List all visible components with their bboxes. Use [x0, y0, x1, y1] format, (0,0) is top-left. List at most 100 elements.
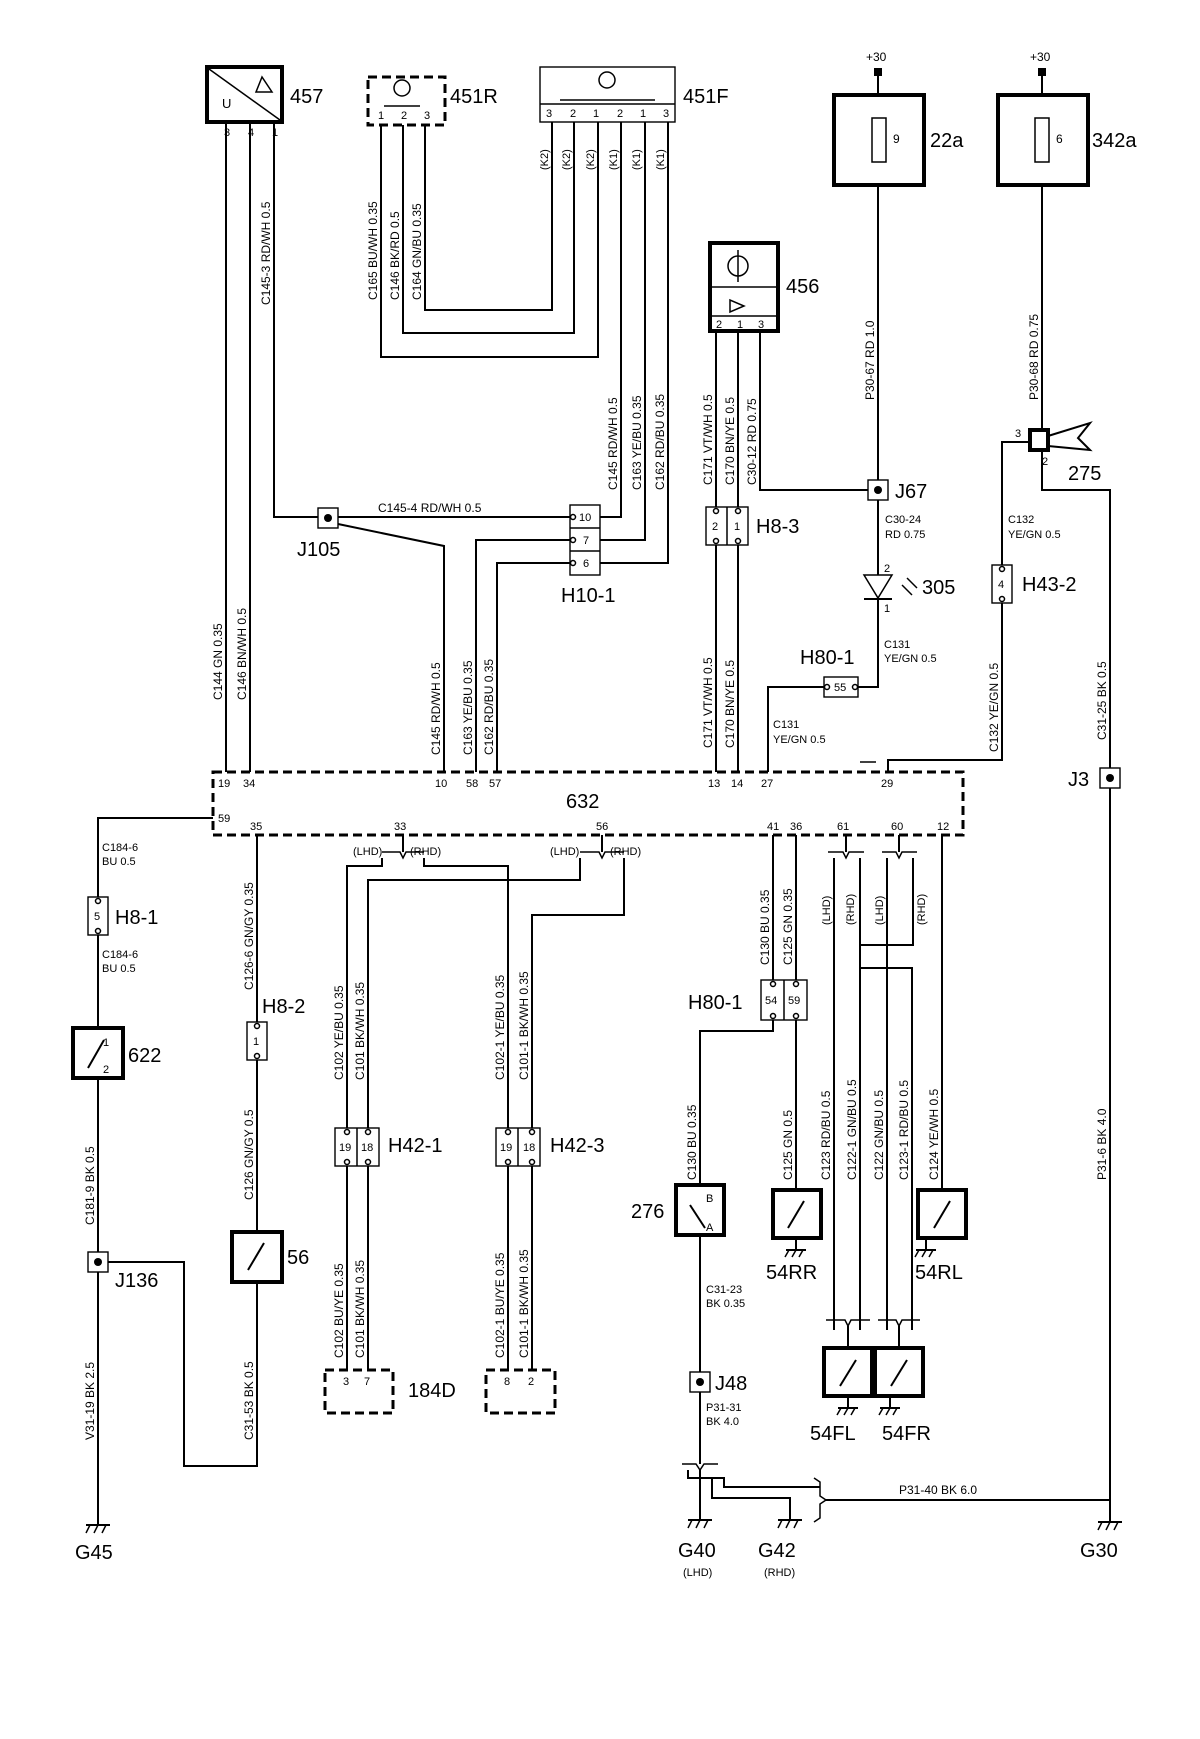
- wire-k1a: (K1): [608, 149, 620, 170]
- junction-j67-label: J67: [895, 481, 927, 503]
- option-rhd: (RHD): [916, 894, 928, 925]
- pin-label: 57: [489, 778, 501, 790]
- component-451r-label: 451R: [450, 86, 498, 108]
- pin-label: 2: [1042, 456, 1048, 468]
- wire-c1846b: BU 0.5: [102, 856, 136, 868]
- wire-c163b: C163 YE/BU 0.35: [461, 660, 475, 755]
- pin-label: 1: [378, 110, 384, 122]
- wire-c162t: C162 RD/BU 0.35: [653, 394, 667, 490]
- connector-h43-2-label: H43-2: [1022, 574, 1076, 596]
- pin-label: 2: [716, 319, 722, 331]
- connector-h8-1-label: H8-1: [115, 907, 158, 929]
- pin-label: 29: [881, 778, 893, 790]
- wire-c124: C124 YE/WH 0.5: [927, 1089, 941, 1180]
- pin-label: 8: [504, 1376, 510, 1388]
- wire-c144: C144 GN 0.35: [211, 623, 225, 700]
- pin-label: 3: [424, 110, 430, 122]
- wire-c131a: C131: [884, 639, 910, 651]
- connector-h8-1: 5 H8-1: [87, 896, 158, 936]
- pin-label: 4: [998, 579, 1004, 591]
- connector-h42-3-label: H42-3: [550, 1135, 604, 1157]
- component-457-label: 457: [290, 86, 323, 108]
- wire-c171t: C171 VT/WH 0.5: [701, 394, 715, 485]
- pin-label: 59: [218, 813, 230, 825]
- pin-label: 35: [250, 821, 262, 833]
- component-451f: 3 2 1 2 1 3 451F: [539, 66, 729, 123]
- option-rhd: (RHD): [410, 846, 441, 858]
- component-451r: 1 2 3 451R: [366, 75, 498, 127]
- fuse-number: 9: [893, 132, 900, 146]
- wire-c1021: C102-1 YE/BU 0.35: [493, 974, 507, 1080]
- component-456-label: 456: [786, 276, 819, 298]
- pin-label: 18: [523, 1142, 535, 1154]
- wire-c1221: C122-1 GN/BU 0.5: [845, 1079, 859, 1180]
- pin-label: 2: [103, 1064, 109, 1076]
- wire-c170t: C170 BN/YE 0.5: [723, 397, 737, 485]
- component-451f-label: 451F: [683, 86, 729, 108]
- module-632: 632 19 34 10 58 57 13 14 27 29 59 35 33 …: [211, 770, 965, 837]
- wire-p3068: P30-68 RD 0.75: [1027, 314, 1041, 400]
- connector-h8-2-label: H8-2: [262, 996, 305, 1018]
- wire-c1021b: C102-1 BU/YE 0.35: [493, 1252, 507, 1358]
- pin-label: 2: [617, 108, 623, 120]
- pin-label: 36: [790, 821, 802, 833]
- switch-56: 56: [230, 1230, 309, 1284]
- pin-label: 1: [103, 1037, 109, 1049]
- pin-label: 55: [834, 682, 846, 694]
- wire-k1b: (K1): [631, 149, 643, 170]
- pin-label: 59: [788, 995, 800, 1007]
- wire-c1011b: C101-1 BK/WH 0.35: [517, 1249, 531, 1358]
- wire-c145b: C145 RD/WH 0.5: [429, 662, 443, 755]
- switch-276-label: 276: [631, 1201, 664, 1223]
- wire-c126: C126 GN/GY 0.5: [242, 1109, 256, 1200]
- switch-56-label: 56: [287, 1247, 309, 1269]
- switch-54rr: 54RR: [766, 1188, 823, 1284]
- wire-c132v: C132 YE/GN 0.5: [987, 663, 1001, 752]
- ground-g42-note: (RHD): [764, 1567, 795, 1579]
- wire-c146b: C146 BN/WH 0.5: [235, 608, 249, 700]
- switch-54fr: 54FR: [873, 1346, 931, 1445]
- ground-g45: G45: [75, 1524, 113, 1564]
- ground-g42: G42 (RHD): [758, 1519, 802, 1579]
- pin-label: 2: [528, 1376, 534, 1388]
- wire-c1454: C145-4 RD/WH 0.5: [378, 501, 482, 515]
- wire-p3131b: BK 4.0: [706, 1416, 739, 1428]
- wire-c130b: C130 BU 0.35: [685, 1104, 699, 1180]
- junction-j105-label: J105: [297, 539, 340, 561]
- pin-label: 2: [401, 110, 407, 122]
- pin-label: 54: [765, 995, 777, 1007]
- wire-c131b: YE/GN 0.5: [884, 653, 937, 665]
- wire-c1846d: BU 0.5: [102, 963, 136, 975]
- wire-c123: C123 RD/BU 0.5: [819, 1090, 833, 1180]
- wire-c3153: C31-53 BK 0.5: [242, 1361, 256, 1440]
- pin-label: 18: [361, 1142, 373, 1154]
- wire-k2c: (K2): [585, 149, 597, 170]
- switch-622-label: 622: [128, 1045, 161, 1067]
- wire-c125b: C125 GN 0.5: [781, 1110, 795, 1180]
- pin-label: 1: [593, 108, 599, 120]
- switch-54rl: 54RL: [914, 1188, 968, 1284]
- connector-h80-1-a-label: H80-1: [800, 647, 854, 669]
- pin-label: 2: [884, 563, 890, 575]
- pin-label: 1: [272, 127, 278, 139]
- pin-label: 10: [435, 778, 447, 790]
- pin-label: 7: [583, 535, 589, 547]
- connector-h8-3: 2 1 H8-3: [705, 506, 799, 546]
- pin-label: 1: [253, 1036, 259, 1048]
- wire-c1011: C101-1 BK/WH 0.35: [517, 971, 531, 1080]
- pin-label: 19: [218, 778, 230, 790]
- wire-c101: C101 BK/WH 0.35: [353, 982, 367, 1080]
- wire-c171b: C171 VT/WH 0.5: [701, 657, 715, 748]
- pin-label: 5: [94, 911, 100, 923]
- wire-c130: C130 BU 0.35: [758, 889, 772, 965]
- pin-label: 3: [546, 108, 552, 120]
- wire-p3140: P31-40 BK 6.0: [899, 1483, 977, 1497]
- wire-p3131a: P31-31: [706, 1402, 741, 1414]
- pin-label: 13: [708, 778, 720, 790]
- pin-label: 2: [712, 521, 718, 533]
- pin-label: 12: [937, 821, 949, 833]
- option-rhd: (RHD): [610, 846, 641, 858]
- connector-h10-1: 10 7 6 H10-1: [561, 504, 615, 607]
- junction-j136-label: J136: [115, 1270, 158, 1292]
